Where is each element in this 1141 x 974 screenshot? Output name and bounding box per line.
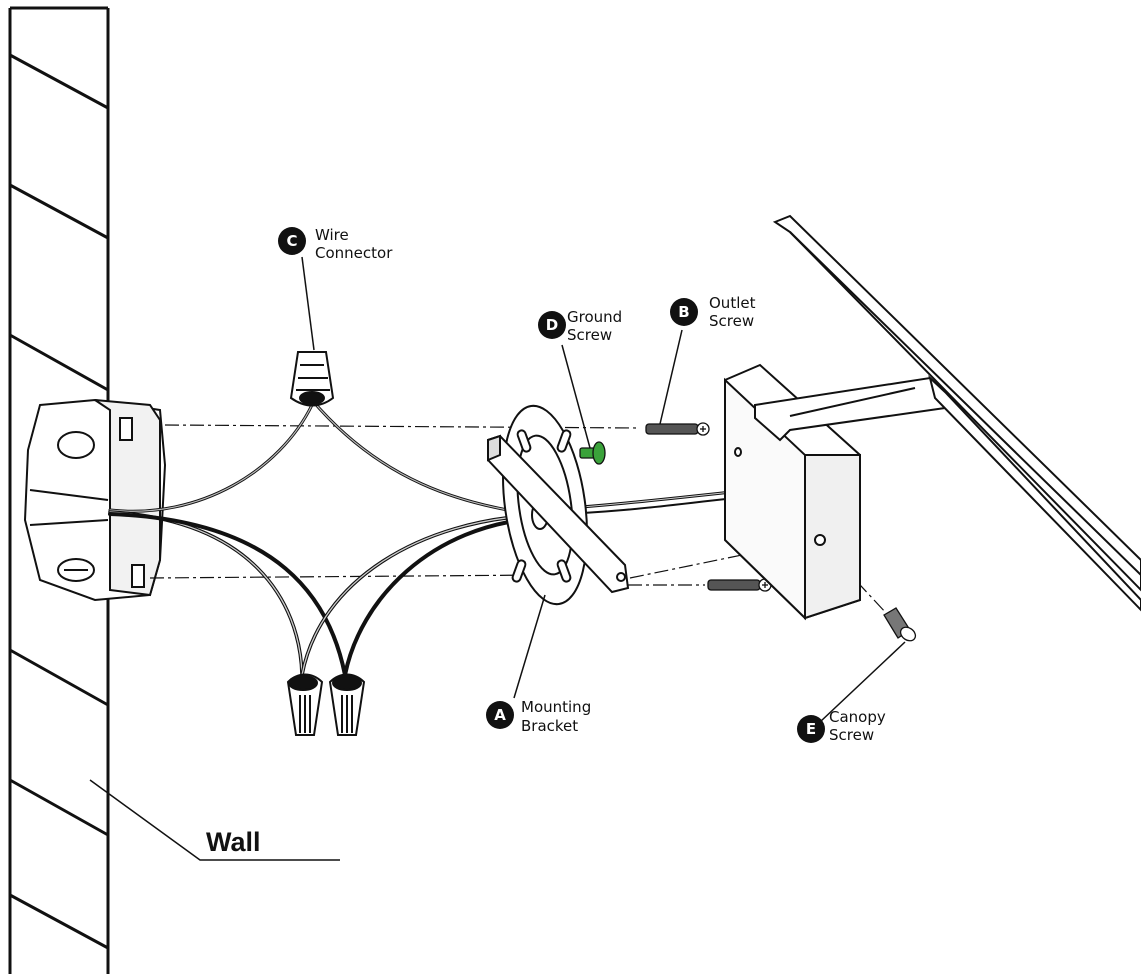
callout-d-line1: Ground: [567, 308, 622, 326]
callout-c-line2: Connector: [315, 244, 393, 262]
callout-b-badge: [670, 298, 698, 326]
junction-box: [23, 398, 167, 602]
callout-a-line1: Mounting: [521, 698, 591, 716]
callout-c: C Wire Connector: [278, 226, 393, 262]
mounting-bracket: [487, 404, 630, 606]
callout-c-badge: [278, 227, 306, 255]
callout-leaders: [301, 256, 906, 723]
callout-e-line2: Screw: [829, 726, 874, 744]
wall-leader: [89, 779, 340, 861]
wire-connector-top: [289, 351, 335, 407]
callout-a-line2: Bracket: [521, 717, 578, 735]
callout-a: A Mounting Bracket: [486, 698, 591, 735]
lamp-arm: [754, 214, 1141, 612]
callout-e-line1: Canopy: [829, 708, 886, 726]
callout-d: D Ground Screw: [538, 308, 622, 344]
callout-c-letter: C: [286, 232, 297, 250]
callout-c-line1: Wire: [315, 226, 349, 244]
outlet-screw-upper: [645, 422, 710, 436]
callout-b-letter: B: [678, 303, 689, 321]
outlet-screw-lower: [707, 578, 772, 592]
callout-e-badge: [797, 715, 825, 743]
callout-b-line1: Outlet: [709, 294, 756, 312]
callout-a-badge: [486, 701, 514, 729]
callout-b: B Outlet Screw: [670, 294, 756, 330]
callout-d-badge: [538, 311, 566, 339]
callout-b-line2: Screw: [709, 312, 754, 330]
wall: [8, 6, 110, 974]
wires: [108, 398, 772, 677]
callout-a-letter: A: [494, 706, 506, 724]
wall-label: Wall: [206, 827, 261, 857]
callout-e-letter: E: [806, 720, 816, 738]
wire-connector-bottom-left: [286, 673, 324, 736]
canopy-screw-graphic: [883, 607, 917, 642]
callout-d-line2: Screw: [567, 326, 612, 344]
ground-screw-graphic: [579, 441, 606, 465]
callout-e: E Canopy Screw: [797, 708, 886, 744]
callout-d-letter: D: [546, 316, 558, 334]
canopy-box: [724, 363, 861, 621]
wire-connector-bottom-right: [328, 673, 366, 736]
